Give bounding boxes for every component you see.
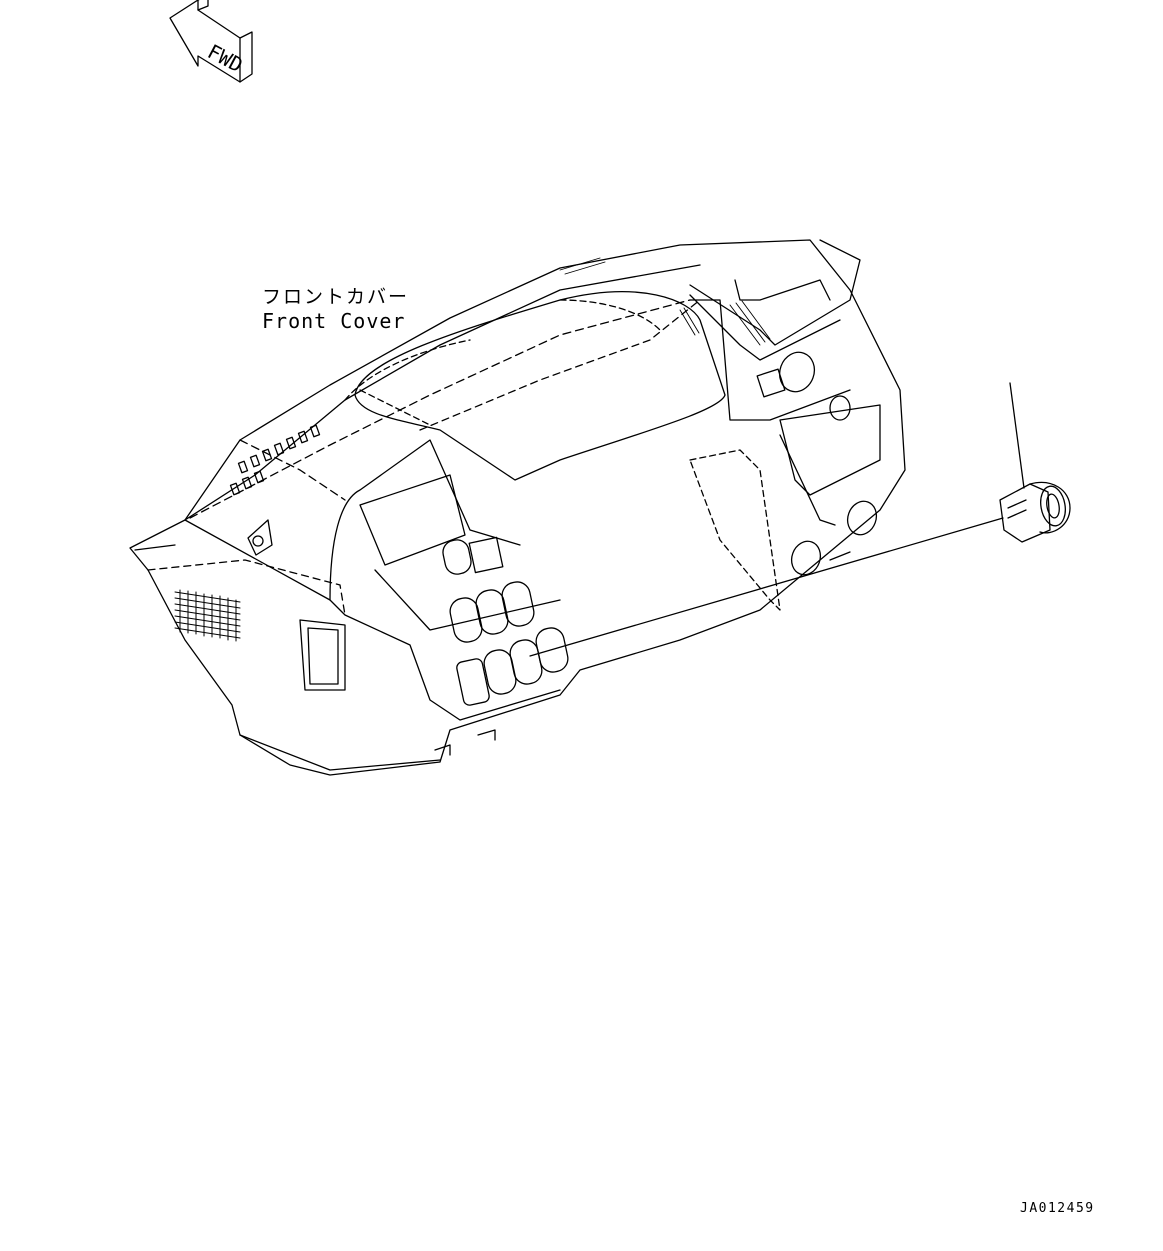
right-knobs	[247, 351, 878, 576]
left-grille	[174, 589, 241, 642]
front-cover-body	[129, 239, 906, 776]
part-label-english: Front Cover	[262, 309, 406, 333]
hood-vent	[559, 257, 771, 346]
part-label-japanese: フロントカバー	[262, 286, 410, 308]
connector-part	[529, 382, 1071, 657]
drawing-number: JA012459	[1020, 1201, 1095, 1216]
fwd-arrow-icon: FWD	[169, 0, 253, 83]
switch-openings	[442, 536, 569, 706]
bottom-clips	[434, 551, 851, 756]
top-vent-slots	[229, 424, 321, 496]
